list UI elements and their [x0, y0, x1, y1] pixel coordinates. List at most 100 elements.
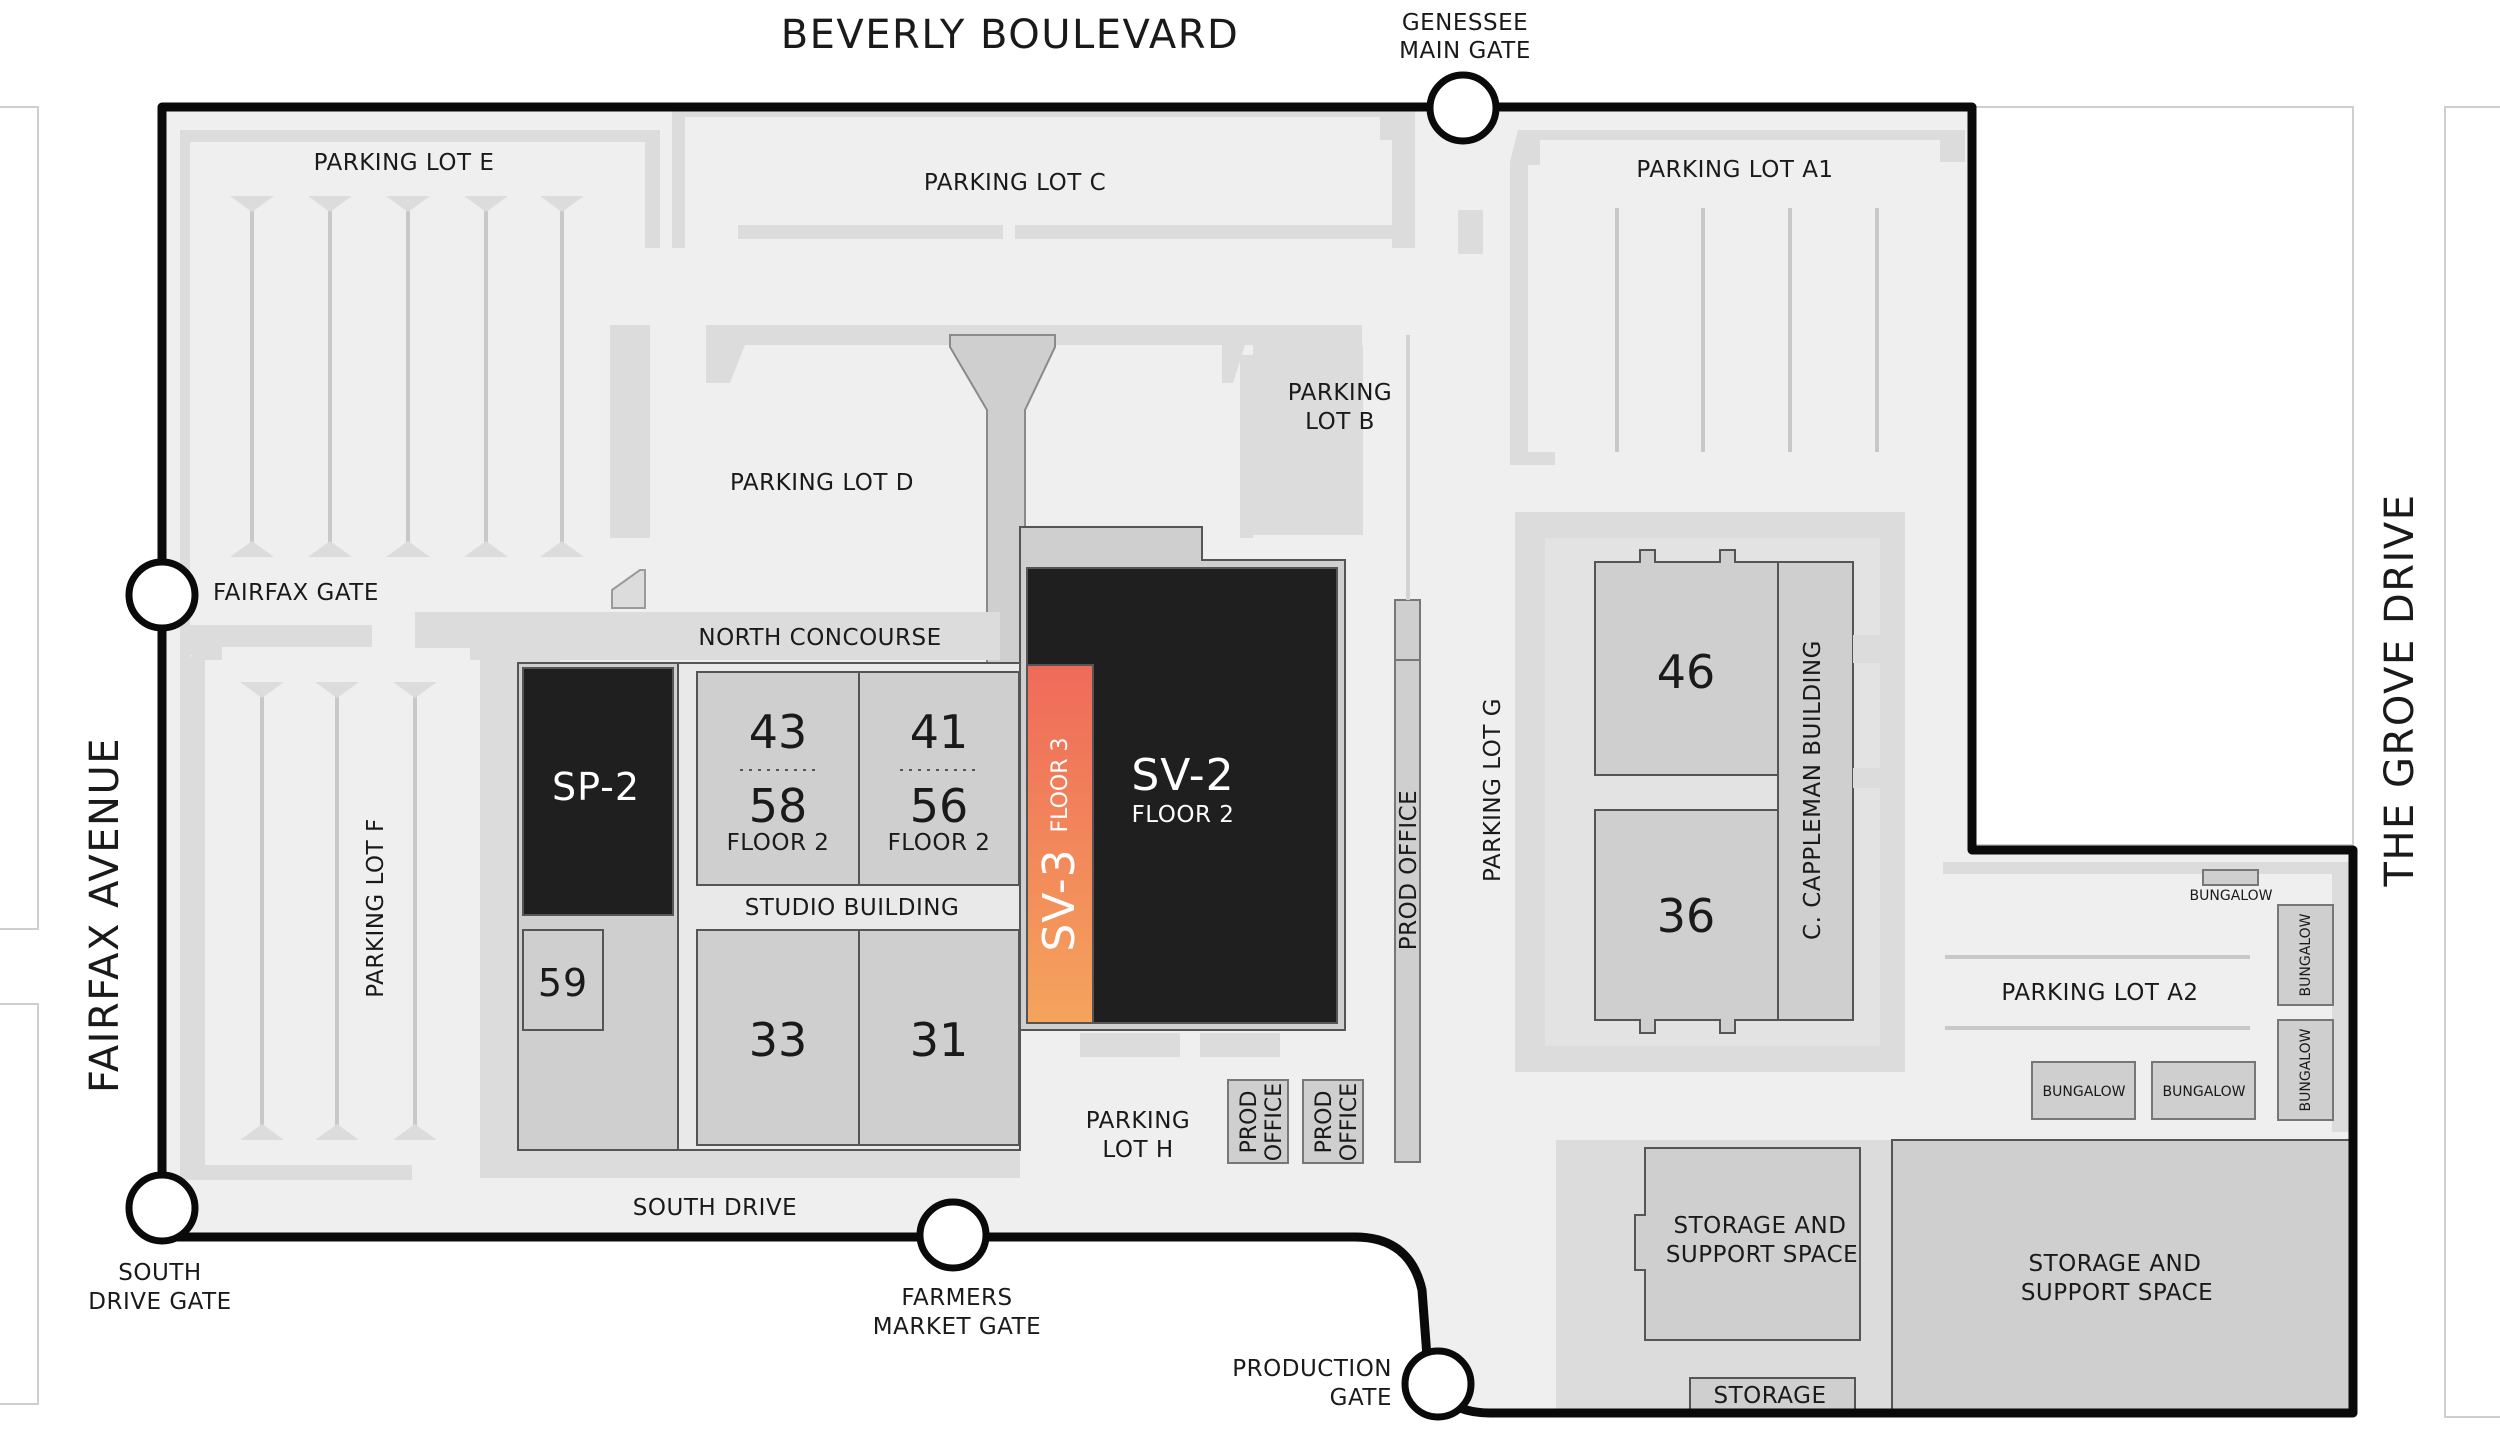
cappleman-ledge-2	[1853, 768, 1905, 788]
bungalow-top[interactable]	[2202, 869, 2259, 886]
parking-lot-a1-rows	[1615, 208, 1879, 452]
parking-lot-f-rows	[260, 690, 417, 1130]
parking-lot-f-arrows	[240, 682, 437, 1140]
cappleman-building[interactable]	[1777, 561, 1854, 1021]
parking-lot-a2-post	[2332, 862, 2353, 1132]
stage-59[interactable]	[522, 929, 604, 1031]
stage-41-label: 41	[910, 705, 969, 759]
parking-lot-e-label: PARKING LOT E	[314, 150, 495, 176]
stage-43-58[interactable]	[696, 671, 860, 886]
prod-office-strip-label: PROD OFFICE	[1396, 790, 1422, 950]
bungalow-a-label: BUNGALOW	[2043, 1084, 2126, 1100]
parking-lot-a2-label: PARKING LOT A2	[2001, 980, 2198, 1006]
parking-lot-b-strip	[1240, 355, 1253, 538]
sv-apron-right	[1200, 1033, 1280, 1057]
parking-lot-a1-label: PARKING LOT A1	[1636, 157, 1833, 183]
prod-office-small-2-label-1: PROD	[1312, 1091, 1337, 1154]
stage-36-label: 36	[1657, 889, 1716, 943]
gate-south-drive[interactable]	[125, 1171, 199, 1245]
stage-43-label: 43	[749, 705, 808, 759]
north-concourse-road	[415, 612, 1000, 660]
stage-31[interactable]	[858, 929, 1020, 1146]
studio-building-label: STUDIO BUILDING	[745, 895, 960, 921]
bungalow-b[interactable]	[2151, 1061, 2256, 1120]
gate-fairfax-label: FAIRFAX GATE	[213, 580, 379, 606]
stage-sv3[interactable]	[1026, 664, 1094, 1024]
parking-lot-a2-border	[1943, 862, 2353, 874]
north-concourse-label: NORTH CONCOURSE	[698, 625, 941, 651]
neighbor-block-far-east	[2444, 106, 2500, 1418]
cappleman-building-label: C. CAPPLEMAN BUILDING	[1800, 640, 1826, 940]
storage-label: STORAGE	[1714, 1383, 1827, 1409]
prod-office-small-2-label-2: OFFICE	[1337, 1083, 1362, 1161]
bungalow-right-bottom-label: BUNGALOW	[2298, 1028, 2314, 1111]
gate-production-label-1: PRODUCTION	[1232, 1356, 1392, 1382]
gate-farmers-market-label-1: FARMERS	[901, 1285, 1012, 1311]
street-fairfax-avenue: FAIRFAX AVENUE	[82, 737, 128, 1093]
bungalow-b-label: BUNGALOW	[2163, 1084, 2246, 1100]
gate-farmers-market[interactable]	[916, 1198, 990, 1272]
parking-lot-c-row-right	[1015, 225, 1400, 239]
storage-support-large-label-1: STORAGE AND	[2029, 1251, 2202, 1277]
parking-lot-h-label-1: PARKING	[1086, 1108, 1191, 1134]
prod-office-small-2[interactable]	[1302, 1079, 1364, 1164]
stage-sv3-floor-label: FLOOR 3	[1048, 737, 1073, 832]
stage-sv2-floor-label: FLOOR 2	[1132, 802, 1235, 828]
stage-sv3-label: SV-3	[1034, 848, 1085, 951]
stage-sp2-label: SP-2	[552, 765, 640, 809]
north-concourse-stub	[611, 569, 646, 609]
parking-lot-d-outline	[706, 325, 1362, 383]
parking-lot-c-row-left	[738, 225, 1003, 239]
stage-59-label: 59	[538, 961, 588, 1005]
gate-farmers-market-label-2: MARKET GATE	[873, 1314, 1041, 1340]
stage-33[interactable]	[696, 929, 860, 1146]
parking-lot-f-outline	[180, 645, 412, 1180]
south-apron	[480, 1150, 1020, 1178]
parking-lot-b-block	[1253, 345, 1363, 535]
bungalow-a[interactable]	[2031, 1061, 2136, 1120]
stage-sp2[interactable]	[522, 667, 674, 916]
gate-fairfax[interactable]	[125, 558, 199, 632]
parking-lot-b-label-1: PARKING	[1288, 380, 1393, 406]
storage-support-large-label-2: SUPPORT SPACE	[2021, 1280, 2213, 1306]
gate-genessee-label-1: GENESSEE	[1402, 10, 1528, 36]
street-beverly-boulevard: BEVERLY BOULEVARD	[781, 12, 1240, 58]
parking-lot-d-left-strip	[610, 325, 650, 538]
stage-58-floor-label: FLOOR 2	[727, 830, 830, 856]
parking-lot-c-label: PARKING LOT C	[924, 170, 1106, 196]
gate-south-drive-label-1: SOUTH	[118, 1260, 201, 1286]
prod-office-strip[interactable]	[1394, 599, 1421, 1163]
cappleman-ledge-1	[1853, 635, 1905, 663]
stage-33-label: 33	[749, 1013, 808, 1067]
prod-office-small-1-label-2: OFFICE	[1262, 1083, 1287, 1161]
parking-lot-c-post	[1458, 210, 1483, 254]
bungalow-right-bottom[interactable]	[2277, 1019, 2334, 1121]
storage-support-space-small[interactable]	[1634, 1147, 1861, 1341]
gate-production[interactable]	[1401, 1347, 1475, 1421]
stage-56-label: 56	[910, 779, 969, 833]
neighbor-block-east	[1974, 106, 2354, 846]
south-drive-label: SOUTH DRIVE	[633, 1195, 797, 1221]
stage-58-label: 58	[749, 779, 808, 833]
bungalow-right-top-label: BUNGALOW	[2298, 913, 2314, 996]
parking-lot-e-rows	[250, 205, 564, 548]
parking-lot-g-label: PARKING LOT G	[1480, 698, 1506, 882]
storage-support-small-label-2: SUPPORT SPACE	[1666, 1242, 1858, 1268]
prod-office-small-1[interactable]	[1227, 1079, 1289, 1164]
parking-lot-e-arrows	[230, 196, 584, 557]
stage-41-56[interactable]	[858, 671, 1020, 886]
gate-genessee-main[interactable]	[1426, 71, 1500, 145]
stage-sv2-label: SV-2	[1131, 750, 1234, 801]
sv-apron-left	[1080, 1033, 1180, 1057]
bungalow-top-label: BUNGALOW	[2190, 888, 2273, 904]
neighbor-block-west-top	[0, 106, 39, 930]
storage-support-small-label-1: STORAGE AND	[1674, 1213, 1847, 1239]
neighbor-block-west-bottom	[0, 1003, 39, 1405]
gate-production-label-2: GATE	[1330, 1385, 1392, 1411]
gate-south-drive-label-2: DRIVE GATE	[88, 1289, 231, 1315]
parking-lot-b-label-2: LOT B	[1305, 409, 1375, 435]
stage-56-floor-label: FLOOR 2	[888, 830, 991, 856]
bungalow-right-top[interactable]	[2277, 904, 2334, 1006]
prod-office-small-1-label-1: PROD	[1237, 1091, 1262, 1154]
